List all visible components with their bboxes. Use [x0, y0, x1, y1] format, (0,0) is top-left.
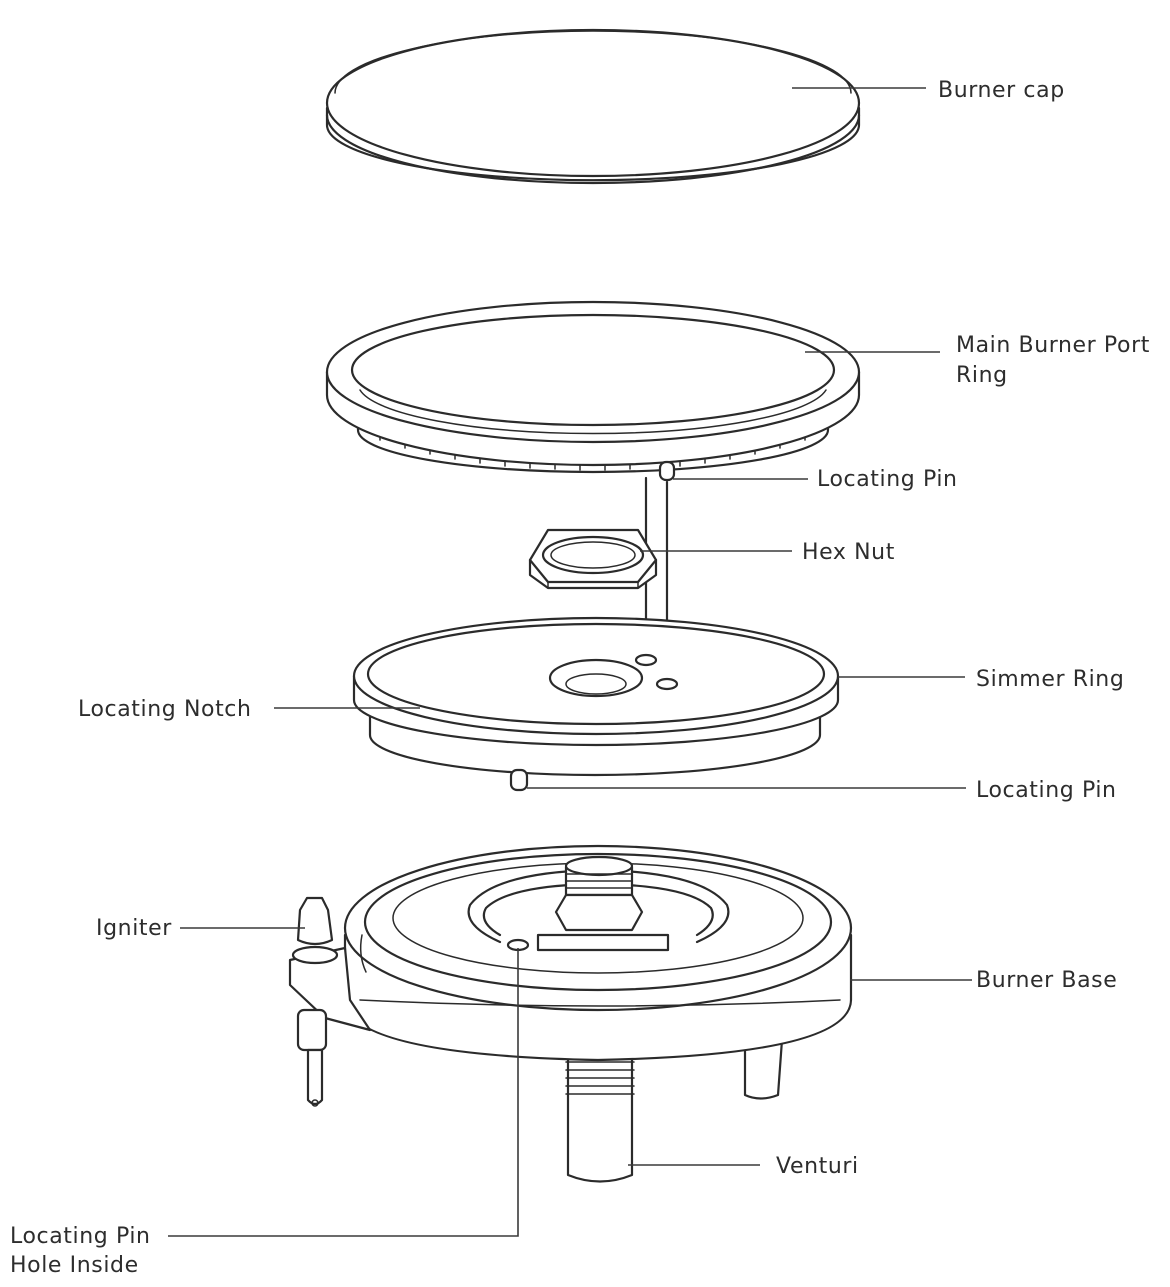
- labels: Burner cap Main Burner Port Ring Locatin…: [10, 78, 1150, 1278]
- label-burner-base: Burner Base: [976, 968, 1117, 993]
- main-burner-port-ring-part: [325, 300, 861, 474]
- label-burner-cap: Burner cap: [938, 78, 1065, 103]
- label-hex-nut: Hex Nut: [802, 540, 895, 565]
- label-main-burner-port-ring-line2: Ring: [956, 363, 1008, 388]
- hex-nut-part: [528, 528, 658, 590]
- label-locating-pin-hole-line2: Hole Inside: [10, 1253, 139, 1278]
- leader-lines: [168, 87, 972, 1237]
- simmer-ring-part: [352, 616, 840, 792]
- label-simmer-ring: Simmer Ring: [976, 667, 1124, 692]
- label-venturi: Venturi: [776, 1154, 859, 1179]
- igniter-part: [288, 896, 372, 1107]
- label-locating-pin-top: Locating Pin: [817, 467, 958, 492]
- label-locating-pin-hole-line1: Locating Pin: [10, 1224, 151, 1249]
- burner-base-part: [343, 844, 853, 1183]
- label-main-burner-port-ring-line1: Main Burner Port: [956, 333, 1150, 358]
- burner-cap-part: [325, 28, 861, 185]
- label-igniter: Igniter: [96, 916, 172, 941]
- label-locating-pin-bottom: Locating Pin: [976, 778, 1117, 803]
- label-locating-notch: Locating Notch: [78, 697, 252, 722]
